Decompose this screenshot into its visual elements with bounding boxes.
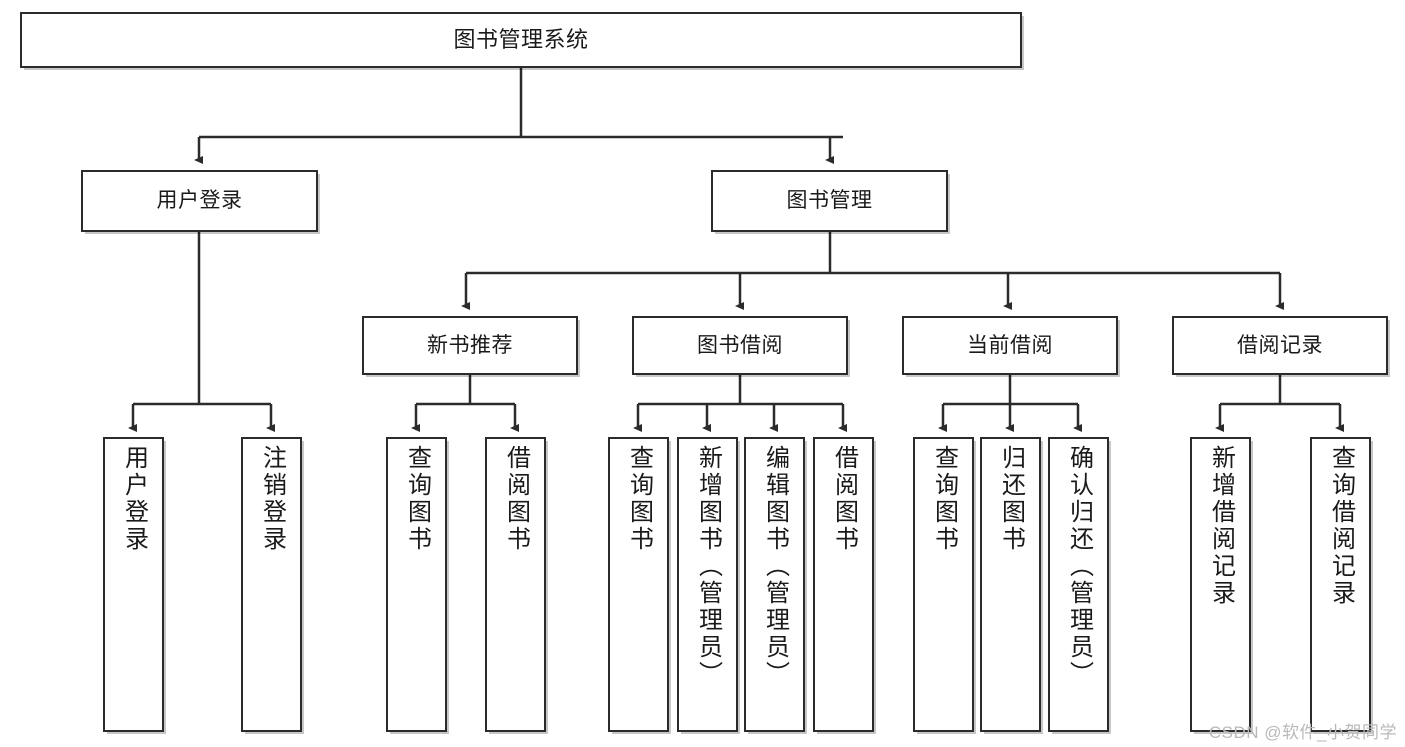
node-leaf-confirm-return-label: 确认归还（管理员） [1065,445,1093,688]
node-leaf-query-book-3[interactable]: 查询图书 [913,437,974,732]
node-new-book-recommend[interactable]: 新书推荐 [362,316,578,375]
node-current-borrow-label: 当前借阅 [967,333,1053,357]
node-root[interactable]: 图书管理系统 [20,12,1022,68]
node-leaf-query-record-label: 查询借阅记录 [1327,445,1355,607]
node-book-manage-label: 图书管理 [786,189,873,213]
node-borrow-record-label: 借阅记录 [1237,333,1323,357]
node-book-manage[interactable]: 图书管理 [711,170,948,232]
node-book-borrow[interactable]: 图书借阅 [632,316,848,375]
node-leaf-add-record-label: 新增借阅记录 [1207,445,1235,607]
node-leaf-logout-label: 注销登录 [258,445,286,553]
node-leaf-confirm-return[interactable]: 确认归还（管理员） [1048,437,1109,732]
node-leaf-add-book-label: 新增图书（管理员） [694,445,722,688]
node-leaf-borrow-book-1[interactable]: 借阅图书 [485,437,546,732]
node-leaf-add-book[interactable]: 新增图书（管理员） [677,437,738,732]
watermark-text: CSDN @软件_小贺同学 [1208,723,1397,742]
node-leaf-query-record[interactable]: 查询借阅记录 [1310,437,1371,732]
node-leaf-query-book-2[interactable]: 查询图书 [608,437,669,732]
node-book-borrow-label: 图书借阅 [697,333,783,357]
node-new-book-recommend-label: 新书推荐 [427,333,513,357]
node-user-login-label: 用户登录 [156,189,243,213]
node-leaf-query-book-2-label: 查询图书 [625,445,653,553]
node-current-borrow[interactable]: 当前借阅 [902,316,1118,375]
node-leaf-borrow-book-2-label: 借阅图书 [830,445,858,553]
node-leaf-add-record[interactable]: 新增借阅记录 [1190,437,1251,732]
node-root-label: 图书管理系统 [453,26,589,52]
node-leaf-edit-book-label: 编辑图书（管理员） [761,445,789,688]
node-leaf-query-book-1-label: 查询图书 [403,445,431,553]
node-leaf-user-login[interactable]: 用户登录 [103,437,164,732]
node-leaf-return-book-label: 归还图书 [997,445,1025,553]
node-leaf-edit-book[interactable]: 编辑图书（管理员） [744,437,805,732]
node-user-login[interactable]: 用户登录 [81,170,318,232]
node-leaf-logout[interactable]: 注销登录 [241,437,302,732]
node-leaf-query-book-1[interactable]: 查询图书 [386,437,447,732]
node-borrow-record[interactable]: 借阅记录 [1172,316,1388,375]
node-leaf-query-book-3-label: 查询图书 [930,445,958,553]
node-leaf-borrow-book-1-label: 借阅图书 [502,445,530,553]
node-leaf-return-book[interactable]: 归还图书 [980,437,1041,732]
node-leaf-user-login-label: 用户登录 [120,445,148,553]
node-leaf-borrow-book-2[interactable]: 借阅图书 [813,437,874,732]
